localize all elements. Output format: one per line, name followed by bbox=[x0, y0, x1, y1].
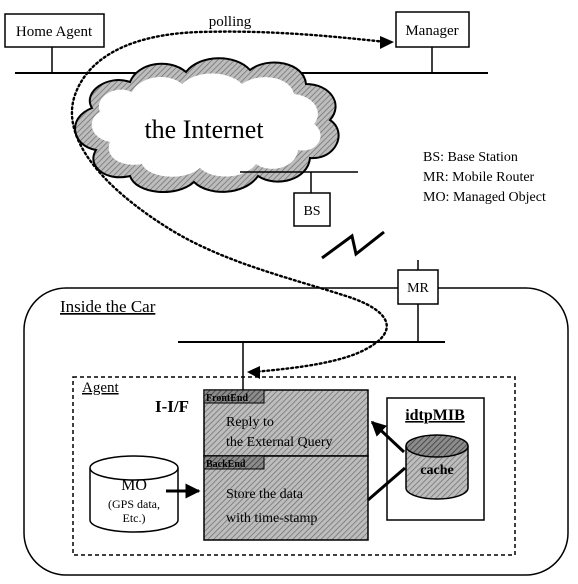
agent-entry-arrowhead bbox=[247, 366, 260, 379]
mr-label: MR bbox=[407, 281, 429, 296]
legend-item: MR: Mobile Router bbox=[423, 170, 535, 185]
car-label: Inside the Car bbox=[60, 297, 156, 316]
frontend-header: FrontEnd bbox=[206, 393, 248, 404]
agent-box: Agent bbox=[72, 376, 516, 556]
polling-label: polling bbox=[209, 14, 252, 30]
interface-label: I-I/F bbox=[155, 397, 189, 416]
frontend-text: Reply to bbox=[226, 415, 274, 430]
home-agent-node: Home Agent bbox=[4, 13, 105, 48]
mib-label: idtpMIB bbox=[405, 407, 465, 424]
manager-node: Manager bbox=[395, 11, 470, 48]
mo-database: MO (GPS data, Etc.) bbox=[89, 455, 179, 533]
backend-module: BackEnd Store the data with time-stamp bbox=[203, 455, 369, 541]
cache-to-frontend-arrow bbox=[370, 420, 406, 454]
internet-cloud: the Internet bbox=[74, 57, 340, 193]
manager-label: Manager bbox=[405, 23, 458, 39]
polling-path bbox=[70, 30, 388, 374]
mo-label: MO bbox=[121, 477, 147, 494]
bs-node: BS bbox=[240, 171, 358, 227]
mo-text: (GPS data, bbox=[108, 497, 160, 511]
backend-header: BackEnd bbox=[206, 459, 246, 470]
cache-database: cache bbox=[405, 434, 469, 500]
home-agent-label: Home Agent bbox=[16, 24, 93, 40]
car-container: Inside the Car bbox=[23, 287, 569, 576]
frontend-text: the External Query bbox=[226, 435, 333, 450]
backend-text: with time-stamp bbox=[226, 511, 317, 526]
agent-label: Agent bbox=[82, 380, 119, 396]
legend: BS: Base Station MR: Mobile Router MO: M… bbox=[423, 150, 546, 205]
backend-to-cache-line bbox=[367, 466, 406, 502]
cache-label: cache bbox=[420, 463, 453, 478]
bs-label: BS bbox=[303, 204, 320, 219]
internet-label: the Internet bbox=[144, 115, 264, 144]
frontend-module: FrontEnd Reply to the External Query bbox=[203, 389, 369, 457]
wireless-link bbox=[321, 230, 385, 260]
backend-text: Store the data bbox=[226, 487, 304, 502]
mr-node: MR bbox=[397, 260, 439, 342]
polling-arrowhead bbox=[380, 36, 394, 49]
legend-item: MO: Managed Object bbox=[423, 190, 546, 205]
mo-text: Etc.) bbox=[123, 511, 146, 525]
legend-item: BS: Base Station bbox=[423, 150, 518, 165]
